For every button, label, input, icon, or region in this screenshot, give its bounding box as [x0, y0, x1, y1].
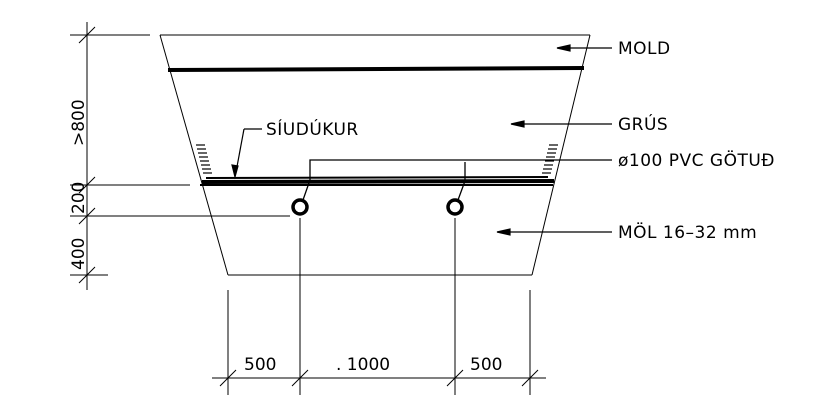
- label-mold: MOLD: [618, 39, 671, 59]
- dim-400: 400: [69, 238, 89, 270]
- label-gravel: MÖL 16–32 mm: [618, 221, 757, 243]
- vertical-dimensions: [70, 22, 290, 290]
- dim-500-left: 500: [244, 355, 276, 375]
- left-wall: [159, 34, 229, 276]
- label-pvc-pipes: ø100 PVC GÖTUÐ: [618, 149, 775, 171]
- label-geotextile: SÍUDÚKUR: [266, 118, 359, 140]
- geotextile-fabric: [196, 144, 558, 186]
- geotextile-left-upturn: [196, 144, 212, 174]
- pvc-pipes: [291, 198, 464, 216]
- pipe-leader: [302, 159, 612, 201]
- pipe-left: [291, 198, 309, 216]
- dim-200: 200: [69, 182, 89, 214]
- label-grus: GRÚS: [618, 113, 668, 135]
- geotextile-lower-line: [201, 179, 555, 184]
- geotextile-right-upturn: [542, 144, 558, 174]
- dim-500-right: 500: [470, 355, 502, 375]
- geotextile-upper-line: [205, 176, 549, 179]
- dim-1000: . 1000: [336, 355, 390, 375]
- dim-800: >800: [69, 99, 89, 146]
- label-leaders: [231, 44, 612, 236]
- pipe-right: [446, 198, 464, 216]
- right-wall: [531, 34, 591, 276]
- trench-outline: [159, 34, 591, 276]
- mold-layer-line: [167, 66, 585, 72]
- horizontal-dimensions: [212, 218, 546, 395]
